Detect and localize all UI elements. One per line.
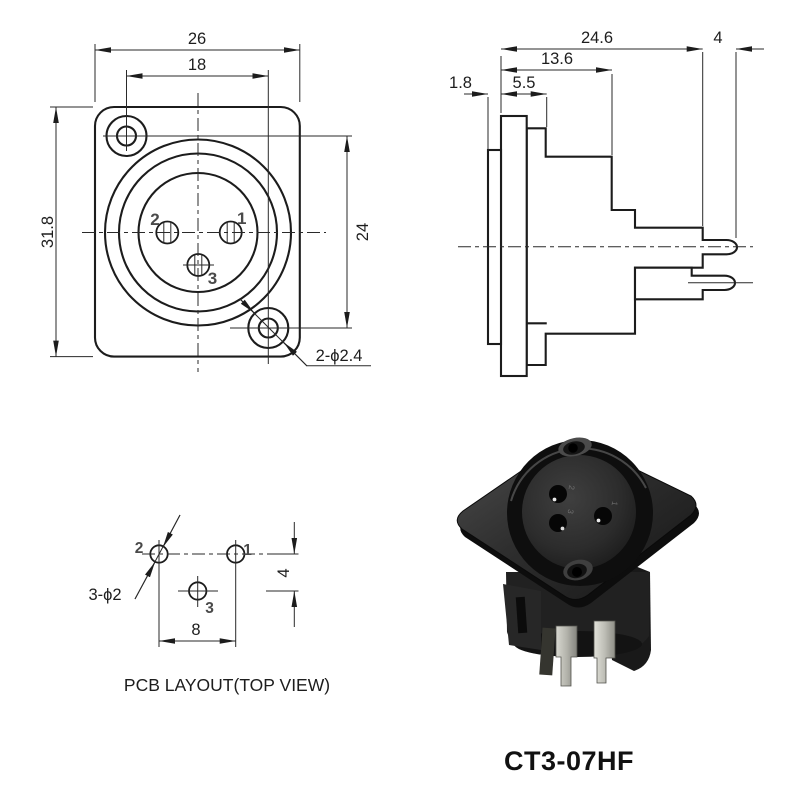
photo-pin-right <box>593 620 616 684</box>
front-view: 26 18 31.8 24 2-ϕ2.4 2 <box>39 30 372 372</box>
dim-side-body-depth: 13.6 <box>501 50 613 155</box>
mounting-hole-note: 2-ϕ2.4 <box>316 347 363 365</box>
dim-front-hole-spacing-h: 18 <box>126 56 269 364</box>
callout-mounting-holes: 2-ϕ2.4 <box>239 298 371 367</box>
dim-side-front-depth: 5.5 <box>501 74 548 127</box>
photo-specular-3 <box>596 518 601 523</box>
photo-latch-slot <box>515 596 528 634</box>
pcb-pin2-label: 2 <box>135 540 144 557</box>
pcb-holes <box>142 540 273 647</box>
pcb-pin1-label: 1 <box>243 542 252 559</box>
dim-pcb-row-offset-value: 4 <box>275 568 293 577</box>
photo-mount-hole-bottom-bore <box>572 567 582 577</box>
dim-front-height-value: 31.8 <box>39 216 57 248</box>
photo-contact-hole-1 <box>594 507 612 525</box>
front-pin2-label: 2 <box>150 210 159 229</box>
dim-pcb-row-offset: 4 <box>266 522 299 627</box>
photo-pin-left <box>555 625 578 687</box>
dim-side-body-depth-value: 13.6 <box>541 50 573 68</box>
dim-side-pin-length: 4 <box>713 29 764 238</box>
photo-mount-hole-top-bore <box>568 443 578 453</box>
front-pin3-label: 3 <box>208 269 217 288</box>
pcb-pin3-label: 3 <box>205 600 214 617</box>
photo-specular-1 <box>552 497 557 502</box>
front-pin1-label: 1 <box>237 209 246 228</box>
dim-front-width: 26 <box>94 30 301 102</box>
front-pin-numbers: 2 1 3 <box>150 209 246 288</box>
dim-front-width-value: 26 <box>188 30 206 48</box>
dim-side-front-depth-value: 5.5 <box>513 74 536 92</box>
dim-side-pin-length-value: 4 <box>713 29 722 47</box>
dim-pcb-pitch-value: 8 <box>191 621 200 639</box>
dim-pcb-pitch: 8 <box>159 621 236 644</box>
dim-side-total-depth-value: 24.6 <box>581 29 613 47</box>
photo-pin3-engraving: 3 <box>566 508 576 514</box>
photo-socket-recess <box>522 455 636 569</box>
callout-pcb-holes: 3-ϕ2 <box>88 514 181 604</box>
dim-front-hole-spacing-v: 24 <box>103 135 372 329</box>
photo-pin-dark <box>539 627 556 676</box>
dim-front-hole-spacing-v-value: 24 <box>354 223 372 241</box>
dim-side-lip-thickness: 1.8 <box>449 74 489 149</box>
pcb-caption: PCB LAYOUT(TOP VIEW) <box>124 675 330 695</box>
product-photo: 2 3 1 <box>456 437 699 687</box>
photo-contact-hole-3 <box>549 514 567 532</box>
photo-specular-2 <box>560 526 565 531</box>
pcb-pin-numbers: 2 1 3 <box>135 540 253 617</box>
photo-pin1-engraving: 1 <box>610 500 620 506</box>
dim-side-total-depth: 24.6 <box>500 29 704 226</box>
dim-front-hole-spacing-h-value: 18 <box>188 56 206 74</box>
photo-pin2-engraving: 2 <box>567 484 577 490</box>
photo-contact-hole-2 <box>549 485 567 503</box>
front-view-outline <box>82 93 326 372</box>
pcb-hole-note: 3-ϕ2 <box>88 586 121 604</box>
part-number: CT3-07HF <box>504 746 634 776</box>
dim-side-lip-thickness-value: 1.8 <box>449 74 472 92</box>
dim-front-height: 31.8 <box>39 106 93 358</box>
pcb-layout-view: 8 4 3-ϕ2 2 1 3 PCB LAYOUT(TOP VIEW) <box>88 514 330 695</box>
side-view: 24.6 4 13.6 5.5 1.8 <box>449 29 764 378</box>
side-view-outline <box>458 114 753 378</box>
